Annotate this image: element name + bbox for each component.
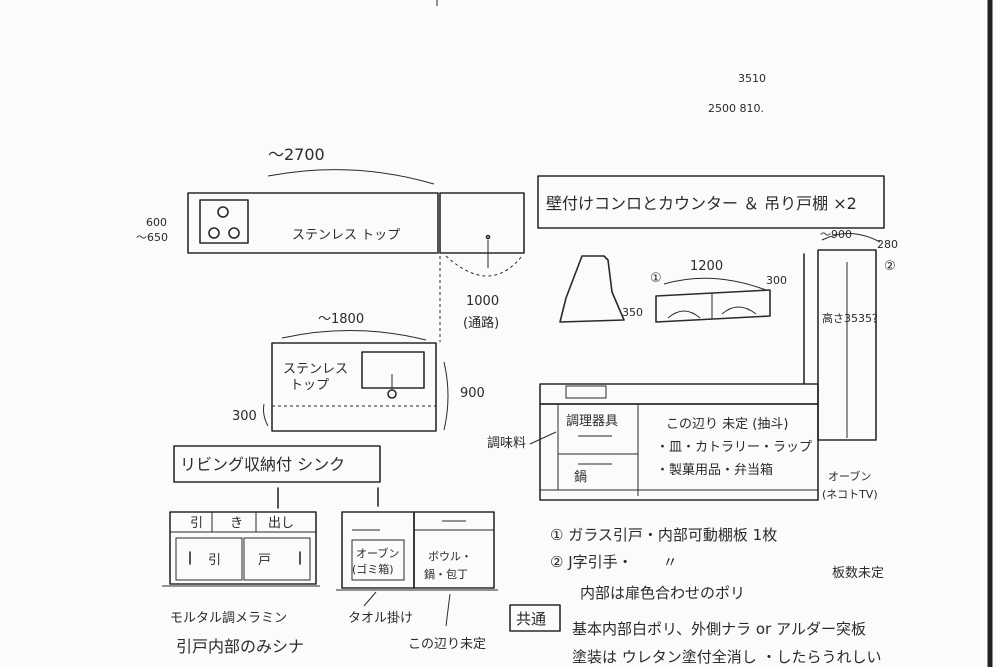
burner-icon (208, 227, 220, 239)
note-number-3510: 3510 (738, 72, 766, 85)
island-depth-label-a: 600 (146, 216, 167, 229)
island-width-label: ～2700 (268, 145, 325, 164)
cabinet1-width-label: 1200 (690, 259, 723, 274)
notes: ① ガラス引戸・内部可動棚板 1枚 ② J字引手・ 〃 板数未定 内部は扉色合わ… (509, 526, 884, 666)
right-unit: オーブン (ゴミ箱) ボウル・ 鍋・包丁 タオル掛け この辺り未定 (336, 487, 498, 652)
wall-section-title-box (537, 175, 885, 229)
sink-depth-arc (263, 403, 269, 427)
burner-icon (217, 206, 229, 218)
range-hood-icon (559, 255, 625, 323)
tall-height-label: 高さ3535？ (822, 311, 883, 325)
sink-width-arc (281, 329, 427, 341)
aisle-label-sub: (通路) (463, 315, 499, 331)
cooktop-icon (199, 199, 249, 244)
common-box (509, 604, 561, 632)
island-end-unit (439, 192, 525, 254)
oven-sub-label: (ゴミ箱) (352, 562, 394, 576)
sliding-door-right (243, 537, 311, 581)
wall-section: 壁付けコンロとカウンター ＆ 吊り戸棚 ×2 ① 1200 300 350 ～9… (487, 175, 898, 501)
island-top-label: ステンレス トップ (292, 228, 400, 243)
wall-cabinet-1 (655, 289, 771, 323)
side-label-leader (529, 431, 557, 445)
tall-width-label: ～900 (820, 228, 852, 241)
door-swing-arc (445, 255, 523, 277)
note-4: 基本内部白ポリ、外側ナラ or アルダー突板 (572, 620, 866, 638)
island-top (187, 192, 439, 254)
living-note-b: 引戸内部のみシナ (176, 637, 304, 656)
glass-door-arc (721, 306, 757, 315)
wall-section-title: 壁付けコンロとカウンター ＆ 吊り戸棚 ×2 (546, 194, 857, 213)
oven-sub-label: (ネコトTV) (822, 488, 878, 501)
cabinet1-width-arc (663, 277, 767, 291)
undecided-label: この辺り未定 (408, 637, 486, 652)
bowl-sub-label: 鍋・包丁 (424, 567, 468, 581)
drawer-top-label: 調理器具 (566, 414, 618, 429)
sink-width-label: ～1800 (318, 312, 364, 327)
sliding-door-left (175, 537, 243, 581)
note-2: ② J字引手・ 〃 (550, 553, 678, 571)
oven-door (351, 539, 405, 581)
note-numbers-2500-810: 2500 810. (708, 102, 764, 115)
cabinet1-depth-label: 300 (766, 274, 787, 287)
drawer-bottom-label: 鍋 (574, 469, 587, 485)
sink-top-label-a: ステンレス (283, 362, 348, 377)
drawer-char-a: 引 (190, 516, 203, 531)
note-2-right: 板数未定 (832, 566, 884, 581)
note-3: 内部は扉色合わせのポリ (580, 584, 745, 602)
note-5: 塗装は ウレタン塗付全消し ・したらうれしい (572, 648, 882, 666)
undecided-label: この辺り 未定 (抽斗) (666, 417, 788, 432)
towel-label: タオル掛け (348, 611, 413, 626)
aisle-label: 1000 (466, 294, 499, 309)
undecided-leader (445, 593, 451, 627)
island-width-arc (267, 169, 435, 185)
side-label: 調味料 (487, 436, 526, 451)
sink-depth-label: 300 (232, 409, 257, 424)
bowl-cabinet (413, 511, 495, 589)
living-title-box (173, 445, 381, 483)
common-label: 共通 (516, 610, 546, 628)
oven-label: オーブン (828, 469, 871, 483)
tall-width-arc (821, 233, 881, 243)
tall-cabinet-mark: ② (884, 259, 896, 274)
list-a-label: ・皿・カトラリー・ラップ (656, 440, 812, 455)
bowl-label: ボウル・ (428, 550, 472, 563)
tall-cabinet (817, 249, 877, 441)
drawer-char-b: き (230, 516, 243, 531)
cabinet1-mark: ① (650, 271, 662, 286)
island-counter: ～2700 600 ～650 ステンレス トップ 1000 (通路) (136, 145, 525, 342)
towel-leader (363, 591, 377, 607)
counter-top (539, 383, 819, 405)
sink-basin-icon (361, 351, 425, 389)
tall-depth-label: 280 (877, 238, 898, 251)
counter-base (539, 403, 819, 501)
burner-icon (228, 227, 240, 239)
handle-icon (485, 234, 491, 240)
sink-unit: ～1800 ステンレス トップ 900 300 (232, 312, 485, 432)
drawer-char-c: 出し (268, 516, 294, 531)
sink-top-label-b: トップ (290, 378, 329, 393)
cabinet1-height-label: 350 (622, 306, 643, 319)
sink-height-arc (443, 361, 449, 431)
sink-height-label: 900 (460, 386, 485, 401)
living-cabinet (169, 511, 317, 585)
living-title: リビング収納付 シンク (180, 455, 345, 474)
island-depth-label-b: ～650 (136, 231, 168, 244)
glass-door-arc (667, 310, 701, 319)
faucet-knob-icon (387, 389, 397, 399)
sink-unit-top (271, 342, 437, 432)
oven-label: オーブン (356, 546, 399, 560)
sliding-char-b: 戸 (258, 553, 271, 568)
list-b-label: ・製菓用品・弁当箱 (656, 462, 773, 478)
cooktop-icon (565, 385, 607, 399)
living-storage: リビング収納付 シンク 引 き 出し 引 戸 モルタル調メラミン 引戸内部のみシ… (162, 445, 381, 656)
living-note-a: モルタル調メラミン (170, 611, 287, 626)
sliding-char-a: 引 (208, 553, 221, 568)
note-1: ① ガラス引戸・内部可動棚板 1枚 (550, 526, 777, 544)
